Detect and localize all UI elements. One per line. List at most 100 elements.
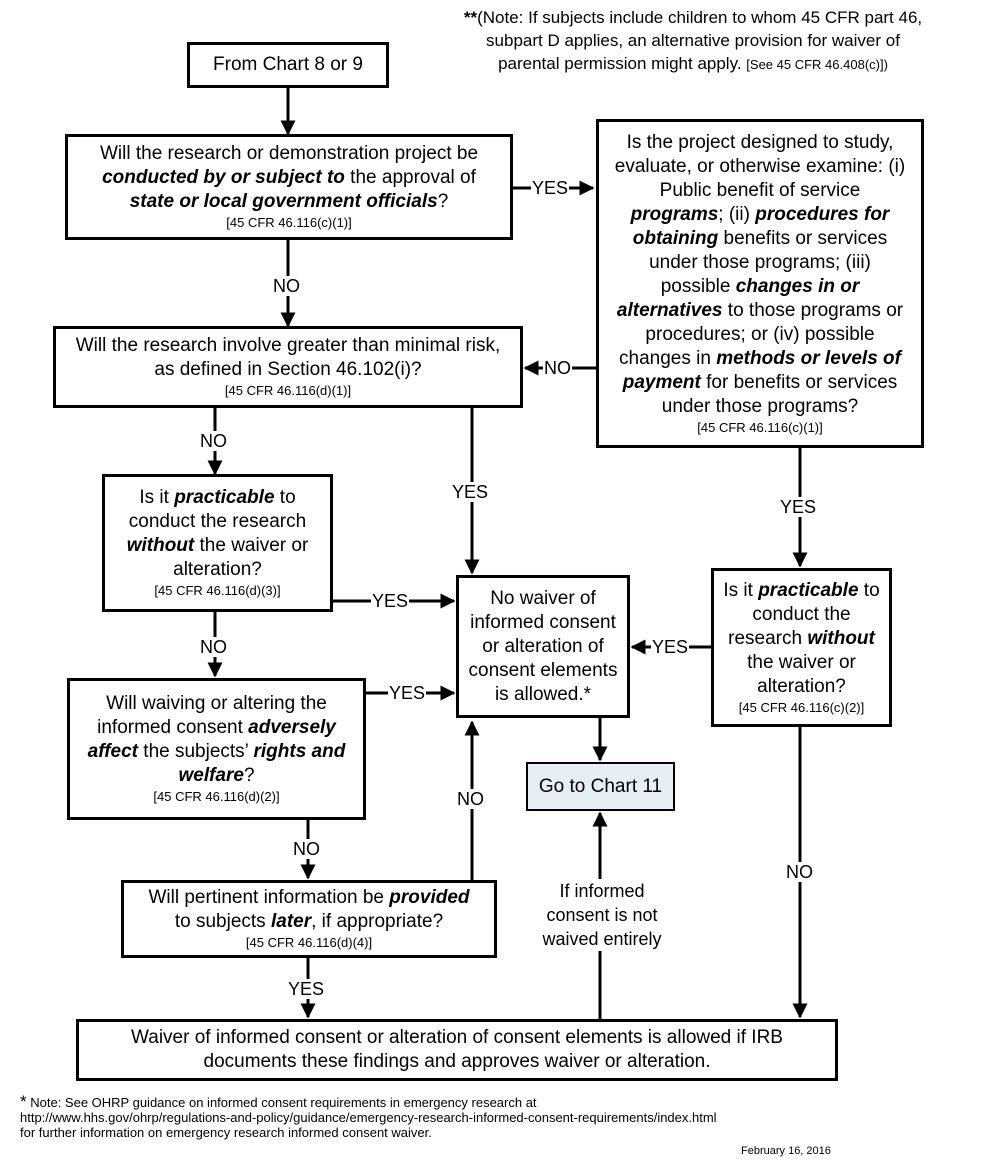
practicable-question-d3: Is it practicable to conduct the researc… — [102, 474, 333, 612]
pracd-citation: [45 CFR 46.116(d)(3)] — [154, 583, 281, 598]
risk-line2: as defined in Section 46.102(i)? — [154, 359, 422, 380]
chart11-text: Go to Chart 11 — [538, 775, 663, 797]
if-not-waived-line1: If informed — [559, 881, 645, 901]
pracc-line1: Is it — [723, 579, 759, 601]
pracc-citation: [45 CFR 46.116(c)(2)] — [738, 699, 865, 715]
label-no-state: NO — [272, 276, 301, 296]
go-to-chart-11-box: Go to Chart 11 — [526, 762, 675, 811]
later-em-later: later — [270, 911, 312, 932]
label-no-pracd: NO — [199, 637, 228, 657]
programs-line9: procedures; or (iv) possible — [645, 323, 875, 345]
programs-line6: under those programs; (iii) — [649, 251, 871, 273]
if-not-waived-line3: waived entirely — [542, 929, 662, 949]
label-no-adverse: NO — [292, 839, 321, 859]
programs-line4: ; (ii) — [718, 203, 756, 225]
label-if-not-waived: If informed consent is not waived entire… — [528, 879, 676, 951]
risk-citation: [45 CFR 46.116(d)(1)] — [224, 383, 352, 398]
state-question-line2: the approval of — [344, 167, 476, 188]
information-later-question: Will pertinent information be provided t… — [121, 880, 497, 958]
no-waiver-line1: No waiver of — [490, 587, 596, 609]
start-box-text: From Chart 8 or 9 — [213, 54, 363, 75]
no-waiver-box: No waiver of informed consent or alterat… — [456, 575, 630, 718]
later-line1: Will pertinent information be — [148, 887, 390, 908]
label-yes-pracd: YES — [371, 591, 410, 611]
adverse-effect-question: Will waiving or altering the informed co… — [67, 678, 366, 820]
allowed-line2: documents these findings and approves wa… — [203, 1051, 711, 1072]
state-question-citation: [45 CFR 46.116(c)(1)] — [226, 215, 352, 230]
pracd-line1: Is it — [139, 487, 175, 508]
no-waiver-line4: consent elements — [468, 659, 618, 681]
top-note-asterisks: ** — [463, 8, 478, 27]
programs-em-obtaining: obtaining — [632, 227, 719, 249]
pracc-line4: the waiver or — [747, 651, 856, 673]
adverse-em-rights: rights and — [253, 741, 346, 762]
later-line2b: , if appropriate? — [311, 911, 444, 932]
programs-em-methods: methods or levels of — [716, 347, 901, 369]
programs-em-programs: programs — [630, 203, 719, 225]
pracd-line2: conduct the research — [128, 511, 307, 532]
footnote-line3: for further information on emergency res… — [20, 1125, 432, 1140]
no-waiver-line2: informed consent — [470, 611, 616, 633]
pracc-em-without: without — [807, 627, 875, 649]
label-yes-pracc: YES — [651, 637, 690, 657]
footnote-line1: Note: See OHRP guidance on informed cons… — [26, 1095, 537, 1110]
later-em-provided: provided — [389, 887, 470, 908]
top-note-line2: subpart D applies, an alternative provis… — [486, 31, 900, 50]
pracd-em-without: without — [126, 535, 195, 556]
waiver-allowed-box: Waiver of informed consent or alteration… — [76, 1019, 838, 1081]
pracd-line3: the waiver or — [194, 535, 309, 556]
pracc-line1b: to — [858, 579, 880, 601]
practicable-question-c2: Is it practicable to conduct the researc… — [711, 568, 892, 727]
adverse-em-affect: affect — [87, 741, 139, 762]
state-approval-question: Will the research or demonstration proje… — [65, 134, 513, 240]
top-note: **(Note: If subjects include children to… — [398, 6, 988, 76]
pracd-em-practicable: practicable — [174, 487, 275, 508]
no-waiver-line3: or alteration of — [482, 635, 604, 657]
later-line2: to subjects — [174, 911, 271, 932]
label-no-later: NO — [456, 789, 485, 809]
top-note-line1: (Note: If subjects include children to w… — [477, 8, 923, 27]
state-question-line1: Will the research or demonstration proje… — [99, 143, 479, 164]
programs-line8: to those programs or — [722, 299, 904, 321]
state-question-line3: ? — [437, 191, 449, 212]
adverse-line1: Will waiving or altering the — [106, 693, 327, 714]
adverse-line2: informed consent — [97, 717, 249, 738]
pracc-line2: conduct the — [752, 603, 851, 625]
footnote-star: * — [20, 1092, 27, 1111]
label-yes-adverse: YES — [388, 683, 427, 703]
programs-line3: Public benefit of service — [659, 179, 861, 201]
top-note-line3: parental permission might apply. — [498, 54, 742, 73]
state-question-em2: state or local government officials — [129, 191, 438, 212]
label-yes-risk: YES — [451, 482, 490, 502]
label-no-risk: NO — [199, 431, 228, 451]
document-date: February 16, 2016 — [741, 1145, 831, 1157]
programs-line12: under those programs? — [661, 395, 859, 417]
pracd-line4: alteration? — [173, 559, 262, 580]
pracc-line5: alteration? — [757, 675, 846, 697]
allowed-line1: Waiver of informed consent or alteration… — [131, 1027, 783, 1048]
programs-question: Is the project designed to study, evalua… — [596, 119, 924, 448]
programs-line7: possible — [660, 275, 736, 297]
pracc-em-practicable: practicable — [758, 579, 859, 601]
no-waiver-line5: is allowed.* — [494, 683, 592, 705]
label-yes-programs: YES — [779, 497, 818, 517]
programs-line10: changes in — [619, 347, 717, 369]
footnote: * Note: See OHRP guidance on informed co… — [20, 1092, 980, 1140]
adverse-line4: ? — [243, 765, 255, 786]
adverse-line3: the subjects’ — [138, 741, 254, 762]
adverse-citation: [45 CFR 46.116(d)(2)] — [153, 789, 280, 804]
pracd-line1b: to — [274, 487, 296, 508]
programs-citation: [45 CFR 46.116(c)(1)] — [697, 419, 823, 435]
if-not-waived-line2: consent is not — [546, 905, 658, 925]
risk-line1: Will the research involve greater than m… — [75, 335, 501, 356]
minimal-risk-question: Will the research involve greater than m… — [53, 326, 523, 408]
pracc-line3: research — [728, 627, 808, 649]
label-yes-state: YES — [531, 178, 570, 198]
later-citation: [45 CFR 46.116(d)(4)] — [245, 935, 373, 950]
start-box: From Chart 8 or 9 — [187, 42, 389, 88]
programs-line1: Is the project designed to study, — [626, 131, 894, 153]
state-question-em1: conducted by or subject to — [102, 167, 345, 188]
programs-em-payment: payment — [622, 371, 701, 393]
top-note-cite: [See 45 CFR 46.408(c)]) — [746, 57, 888, 72]
programs-line5: benefits or services — [718, 227, 888, 249]
